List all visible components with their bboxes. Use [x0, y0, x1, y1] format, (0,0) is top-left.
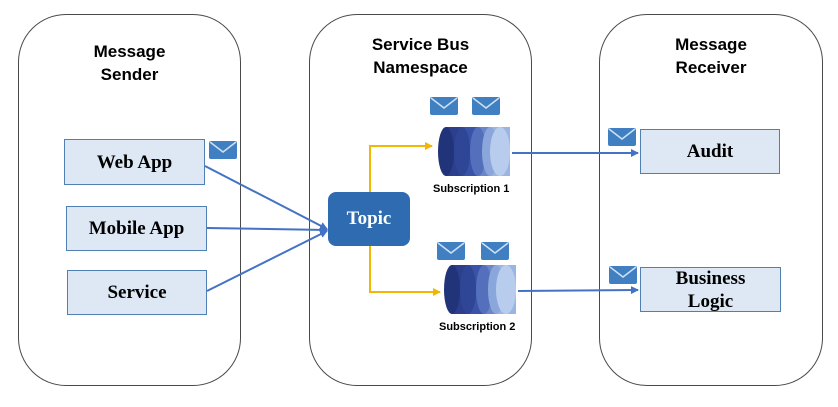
namespace-title: Service Bus Namespace [310, 33, 531, 79]
message-sender-panel: Message Sender [18, 14, 241, 386]
audit-box: Audit [640, 129, 780, 174]
service-box: Service [67, 270, 207, 315]
receiver-title-line1: Message [675, 35, 747, 54]
envelope-icon [430, 97, 458, 115]
business-logic-box: Business Logic [640, 267, 781, 312]
envelope-icon [209, 141, 237, 159]
subscription-2-label: Subscription 2 [439, 321, 516, 333]
queue-cylinder-icon [438, 127, 510, 176]
namespace-title-line1: Service Bus [371, 35, 470, 54]
business-logic-line2: Logic [687, 290, 734, 312]
mobile-app-box: Mobile App [66, 206, 207, 251]
topic-box: Topic [328, 192, 410, 246]
sender-title: Message Sender [19, 40, 240, 86]
sub2-to-business-arrow [517, 286, 639, 295]
audit-label: Audit [686, 141, 734, 162]
topic-to-sub2-arrow [369, 246, 441, 296]
web-app-box: Web App [64, 139, 205, 185]
envelope-icon [472, 97, 500, 115]
envelope-icon [609, 266, 637, 284]
receiver-title: Message Receiver [600, 33, 822, 79]
namespace-title-line2: Namespace [373, 58, 468, 77]
mobileapp-to-topic-arrow [206, 225, 328, 234]
envelope-icon [437, 242, 465, 260]
envelope-icon [481, 242, 509, 260]
receiver-title-line2: Receiver [675, 58, 747, 77]
business-logic-line1: Business [675, 267, 746, 289]
message-receiver-panel: Message Receiver [599, 14, 823, 386]
queue-cylinder-icon [444, 265, 516, 314]
sender-title-line1: Message [93, 42, 166, 61]
topic-to-sub1-arrow [369, 142, 433, 192]
envelope-icon [608, 128, 636, 146]
service-to-topic-arrow [206, 230, 328, 292]
service-bus-namespace-panel: Service Bus Namespace [309, 14, 532, 386]
sender-title-line2: Sender [100, 65, 159, 84]
webapp-to-topic-arrow [204, 165, 328, 230]
subscription-1-label: Subscription 1 [433, 183, 510, 195]
